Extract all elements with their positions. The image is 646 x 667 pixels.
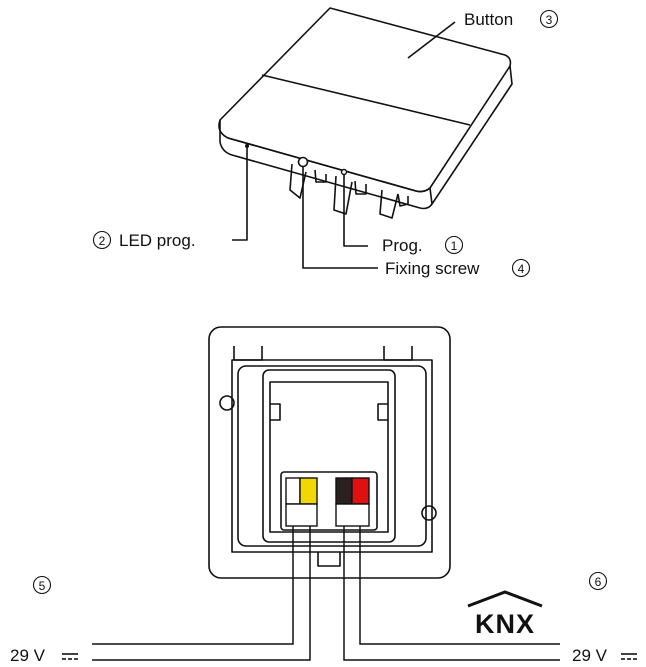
wire-left-outer bbox=[92, 526, 294, 645]
svg-text:5: 5 bbox=[39, 579, 46, 593]
switch-edge bbox=[227, 137, 431, 193]
svg-text:1: 1 bbox=[451, 239, 458, 253]
wire-left-inner bbox=[92, 526, 311, 661]
wiring bbox=[92, 526, 560, 661]
prog-number: 1 bbox=[444, 235, 464, 255]
screw-hole-left bbox=[219, 395, 235, 411]
terminal-right-base bbox=[335, 503, 370, 527]
mount-leg-3 bbox=[333, 175, 353, 215]
outer-frame bbox=[208, 326, 451, 579]
voltage-right-label: 29 V bbox=[572, 646, 608, 665]
svg-text:3: 3 bbox=[546, 13, 553, 27]
switch-front-side bbox=[219, 65, 513, 210]
svg-text:2: 2 bbox=[99, 234, 106, 248]
knx-logo: KNX bbox=[467, 590, 543, 639]
terminal-white bbox=[285, 477, 301, 505]
led-label: LED prog. bbox=[119, 231, 196, 250]
module-notch-right bbox=[377, 403, 388, 421]
inner-plate bbox=[231, 359, 433, 553]
left-number: 5 bbox=[32, 575, 52, 595]
prog-leader bbox=[343, 172, 368, 247]
svg-text:KNX: KNX bbox=[475, 609, 535, 639]
wire-right-outer bbox=[359, 526, 560, 645]
led-leader bbox=[232, 148, 248, 241]
screw-hole-right bbox=[421, 505, 437, 521]
terminal-red bbox=[351, 477, 370, 505]
switch-back-view bbox=[208, 326, 451, 579]
voltage-left-label: 29 V bbox=[10, 646, 46, 665]
button-label: Button bbox=[464, 10, 513, 29]
inner-plate-edge bbox=[237, 365, 427, 547]
mount-leg-6 bbox=[397, 193, 409, 207]
right-number: 6 bbox=[588, 571, 608, 591]
fixing-screw-label: Fixing screw bbox=[385, 259, 480, 278]
button-divider bbox=[261, 74, 471, 126]
led-indicator bbox=[245, 144, 249, 148]
fixing-leader bbox=[302, 162, 378, 269]
center-module-inner bbox=[269, 381, 389, 533]
button-leader bbox=[407, 21, 456, 59]
switch-3d-view bbox=[218, 7, 513, 269]
button-number: 3 bbox=[539, 9, 559, 29]
knx-logo-roof bbox=[467, 590, 543, 608]
wire-right-inner bbox=[343, 526, 560, 661]
dc-symbol-left bbox=[62, 653, 78, 660]
svg-text:4: 4 bbox=[518, 262, 525, 276]
prog-button bbox=[340, 168, 348, 176]
module-notch-left bbox=[270, 403, 281, 421]
terminal-black bbox=[335, 477, 353, 505]
dc-symbol-right bbox=[621, 653, 637, 660]
terminal-right bbox=[335, 477, 370, 527]
mount-leg-2 bbox=[314, 169, 327, 183]
terminal-left bbox=[285, 477, 318, 527]
center-module bbox=[262, 369, 396, 543]
terminal-housing bbox=[280, 471, 378, 531]
terminal-left-base bbox=[285, 503, 318, 527]
led-number: 2 bbox=[92, 230, 112, 250]
bottom-tab bbox=[317, 552, 341, 567]
switch-edge-2 bbox=[429, 187, 433, 205]
mount-leg-4 bbox=[354, 180, 367, 195]
terminal-yellow bbox=[299, 477, 318, 505]
mount-leg-5 bbox=[379, 189, 399, 219]
svg-text:6: 6 bbox=[595, 575, 602, 589]
fixing-number: 4 bbox=[511, 258, 531, 278]
fixing-screw bbox=[297, 156, 309, 168]
prog-label: Prog. bbox=[382, 236, 423, 255]
